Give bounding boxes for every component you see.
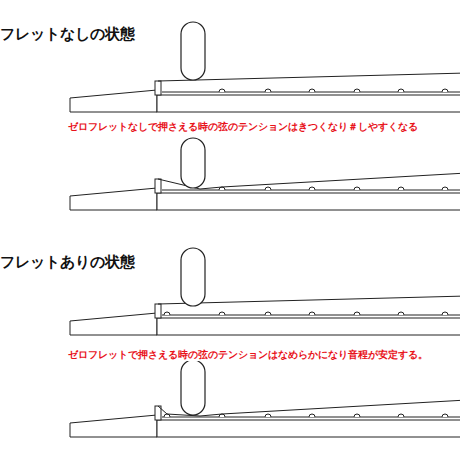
neck-body: [157, 95, 460, 112]
fret: [398, 89, 404, 92]
fret: [398, 414, 404, 417]
fret: [265, 89, 271, 92]
fret: [442, 89, 448, 92]
finger: [181, 360, 205, 415]
fret: [265, 312, 271, 315]
neck-body: [157, 193, 460, 210]
fret: [219, 89, 225, 92]
fret: [164, 312, 170, 315]
nut: [155, 81, 161, 95]
neck-panel: [70, 360, 460, 437]
fret: [354, 187, 360, 190]
fret: [265, 187, 271, 190]
fret: [442, 187, 448, 190]
fret: [309, 89, 315, 92]
fret: [354, 312, 360, 315]
fret: [265, 414, 271, 417]
headstock: [70, 415, 157, 437]
fret: [309, 414, 315, 417]
neck-body: [157, 420, 460, 437]
fret: [309, 187, 315, 190]
finger: [181, 22, 205, 80]
fret: [442, 312, 448, 315]
fret: [219, 312, 225, 315]
fret: [442, 414, 448, 417]
neck-panel: [70, 138, 460, 210]
fret: [354, 89, 360, 92]
section-heading: フレットありの状態: [0, 253, 135, 271]
headstock: [70, 188, 157, 210]
note-text: ゼロフレットなしで押さえる時の弦のテンションはきつくなり＃しやすくなる: [68, 121, 418, 133]
fret: [309, 312, 315, 315]
note-text: ゼロフレットで押さえる時の弦のテンションはなめらかになり音程が安定する。: [68, 349, 428, 361]
fret: [398, 187, 404, 190]
nut: [155, 304, 161, 318]
nut: [155, 179, 161, 193]
neck-body: [157, 318, 460, 335]
finger: [181, 138, 205, 188]
fret: [398, 312, 404, 315]
section-heading: フレットなしの状態: [0, 25, 135, 43]
headstock: [70, 313, 157, 335]
headstock: [70, 90, 157, 112]
finger: [181, 248, 205, 306]
fret: [354, 414, 360, 417]
